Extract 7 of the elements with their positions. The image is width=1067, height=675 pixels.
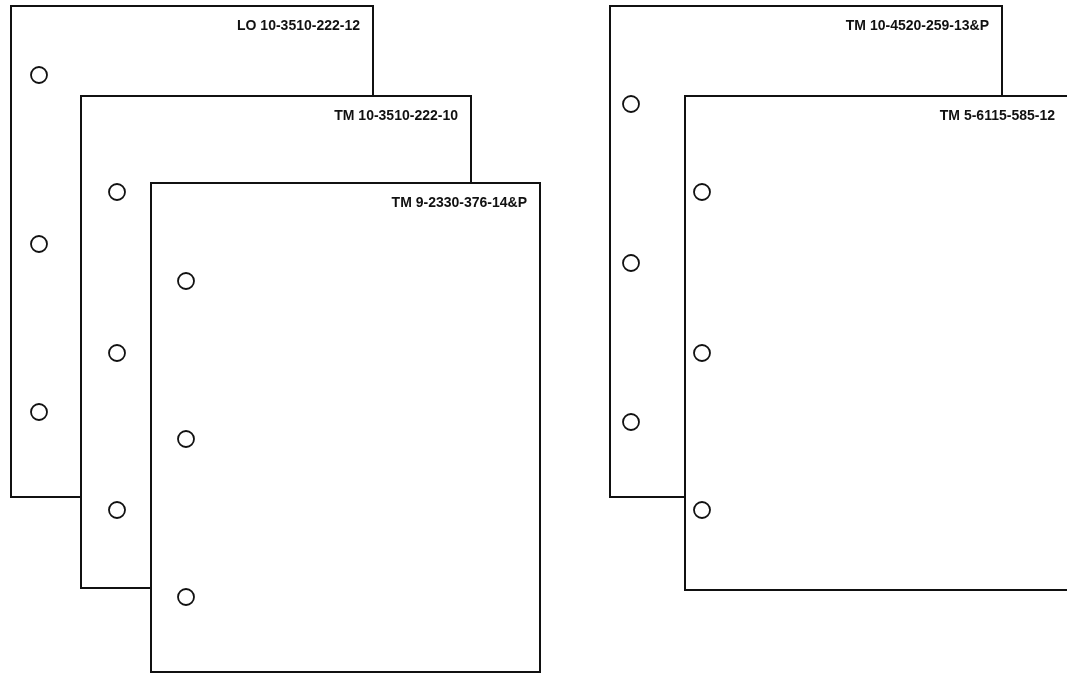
- manual-number: TM 5-6115-585-12: [939, 107, 1055, 123]
- manual-number: TM 10-4520-259-13&P: [845, 17, 989, 33]
- manual-number: TM 9-2330-376-14&P: [391, 194, 527, 210]
- page-sheet: [150, 182, 541, 673]
- manual-number: TM 10-3510-222-10: [334, 107, 458, 123]
- manual-number: LO 10-3510-222-12: [237, 17, 360, 33]
- page-sheet: [684, 95, 1067, 591]
